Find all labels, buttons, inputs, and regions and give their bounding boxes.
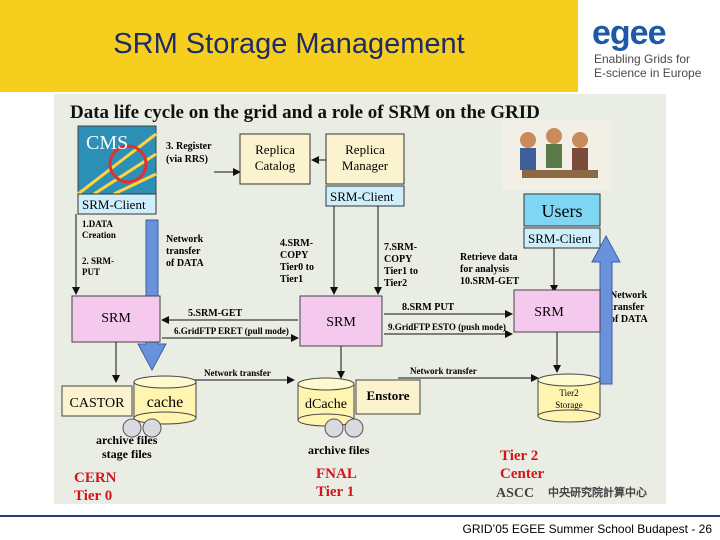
network-transfer-down-arrow: [137, 219, 167, 372]
srm-client-left: [77, 193, 157, 215]
archive-files-label: archive files: [308, 443, 370, 457]
net-transfer-left-1: Network: [166, 234, 204, 245]
enstore-box: [355, 379, 421, 415]
enstore-label: Enstore: [366, 388, 409, 403]
users-meeting-image: [502, 120, 612, 190]
tape-icon-left-1: [122, 418, 142, 438]
srm-client-middle-label: SRM-Client: [330, 189, 394, 204]
tier2-center-line-2: Center: [500, 466, 544, 482]
srm-left-label: SRM: [101, 311, 131, 326]
srm-box-right: [513, 289, 601, 333]
cache-cylinder-left: [133, 375, 197, 425]
srm-copy-t1-1: 7.SRM-: [384, 242, 417, 253]
tier2-storage-line-1: Tier2: [559, 388, 578, 398]
replica-catalog-box: [239, 133, 311, 185]
net-transfer-right-2: transfer: [610, 302, 645, 313]
net-transfer-left-2: transfer: [166, 246, 201, 257]
slide-header: [0, 0, 578, 92]
tier2-storage-line-2: Storage: [555, 400, 583, 410]
srm-copy-t0-2: COPY: [280, 250, 309, 261]
fnal-line-2: Tier 1: [316, 484, 354, 500]
network-transfer-left-label: Network transfer: [204, 368, 271, 378]
users-label: Users: [542, 201, 583, 221]
ascc-logo-text: ASCC: [496, 486, 534, 501]
srm-box-middle: [299, 295, 383, 347]
archive-stage-line-1: archive files: [96, 433, 158, 447]
ldata-line-1: 1.DATA: [82, 219, 113, 229]
net-transfer-right-3: of DATA: [610, 314, 648, 325]
srm-middle-label: SRM: [326, 315, 356, 330]
gridftp-esto-label: 9.GridFTP ESTO (push mode): [388, 322, 506, 332]
logo-tagline-1: Enabling Grids for: [594, 52, 691, 66]
register-line-2: (via RRS): [166, 154, 208, 165]
srm-right-label: SRM: [534, 305, 564, 320]
cern-line-1: CERN: [74, 470, 117, 486]
srm-copy-t1-2: COPY: [384, 254, 413, 265]
tape-icon-middle-1: [324, 418, 344, 438]
diagram-title: Data life cycle on the grid and a role o…: [70, 102, 540, 123]
slide-footer: GRID’05 EGEE Summer School Budapest - 26: [462, 522, 712, 536]
tape-icon-left-2: [142, 418, 162, 438]
srm-box-left: [71, 295, 161, 343]
srm-copy-t0-3: Tier0 to: [280, 262, 314, 273]
srm-client-right: [523, 227, 601, 249]
ascc-chinese-text: 中央研究院計算中心: [548, 485, 647, 499]
srm-get-label: 5.SRM-GET: [188, 308, 243, 319]
cern-line-2: Tier 0: [74, 488, 112, 504]
srm-client-left-label: SRM-Client: [82, 197, 146, 212]
replica-catalog-line-2: Catalog: [255, 158, 296, 173]
logo-wordmark: egee: [592, 14, 666, 52]
srm-copy-t0-1: 4.SRM-: [280, 238, 313, 249]
srm-put-line-2: PUT: [82, 267, 100, 277]
dcache-cylinder: [297, 377, 355, 427]
castor-label: CASTOR: [70, 396, 126, 411]
srm-client-middle: [325, 185, 405, 207]
retrieve-line-3: 10.SRM-GET: [460, 276, 520, 287]
net-transfer-right-1: Network: [610, 290, 648, 301]
srm-copy-t1-4: Tier2: [384, 278, 407, 289]
retrieve-line-2: for analysis: [460, 264, 509, 275]
tape-icon-middle-2: [344, 418, 364, 438]
srm-put-line-1: 2. SRM-: [82, 256, 114, 266]
srm-copy-t1-3: Tier1 to: [384, 266, 418, 277]
castor-box: [61, 385, 133, 417]
cache-label: cache: [147, 394, 183, 411]
retrieve-line-1: Retrieve data: [460, 252, 517, 263]
srm-put-8-label: 8.SRM PUT: [402, 302, 455, 313]
replica-manager-line-1: Replica: [345, 142, 385, 157]
net-transfer-left-3: of DATA: [166, 258, 204, 269]
cms-detector-image: CMS: [77, 125, 157, 196]
gridftp-eret-label: 6.GridFTP ERET (pull mode): [174, 326, 289, 336]
tier2-center-line-1: Tier 2: [500, 448, 538, 464]
archive-stage-line-2: stage files: [102, 447, 152, 461]
footer-divider: [0, 515, 720, 517]
egee-logo: egee Enabling Grids for E-science in Eur…: [578, 0, 720, 92]
dcache-label: dCache: [305, 397, 347, 412]
replica-catalog-line-1: Replica: [255, 142, 295, 157]
logo-tagline-2: E-science in Europe: [594, 66, 702, 80]
replica-manager-line-2: Manager: [342, 158, 389, 173]
srm-diagram: Data life cycle on the grid and a role o…: [61, 102, 648, 504]
fnal-line-1: FNAL: [316, 466, 357, 482]
ldata-line-2: Creation: [82, 230, 116, 240]
cms-label: CMS: [86, 132, 128, 154]
tier2-storage-cylinder: [537, 373, 601, 423]
srm-diagram-figure: Data life cycle on the grid and a role o…: [54, 94, 666, 504]
srm-copy-t0-4: Tier1: [280, 274, 303, 285]
network-transfer-right-label: Network transfer: [410, 366, 477, 376]
srm-client-right-label: SRM-Client: [528, 231, 592, 246]
network-transfer-up-arrow: [591, 234, 621, 385]
users-box: [523, 193, 601, 227]
replica-manager-box: [325, 133, 405, 185]
slide-title: SRM Storage Management: [113, 28, 465, 60]
register-line-1: 3. Register: [166, 141, 212, 152]
